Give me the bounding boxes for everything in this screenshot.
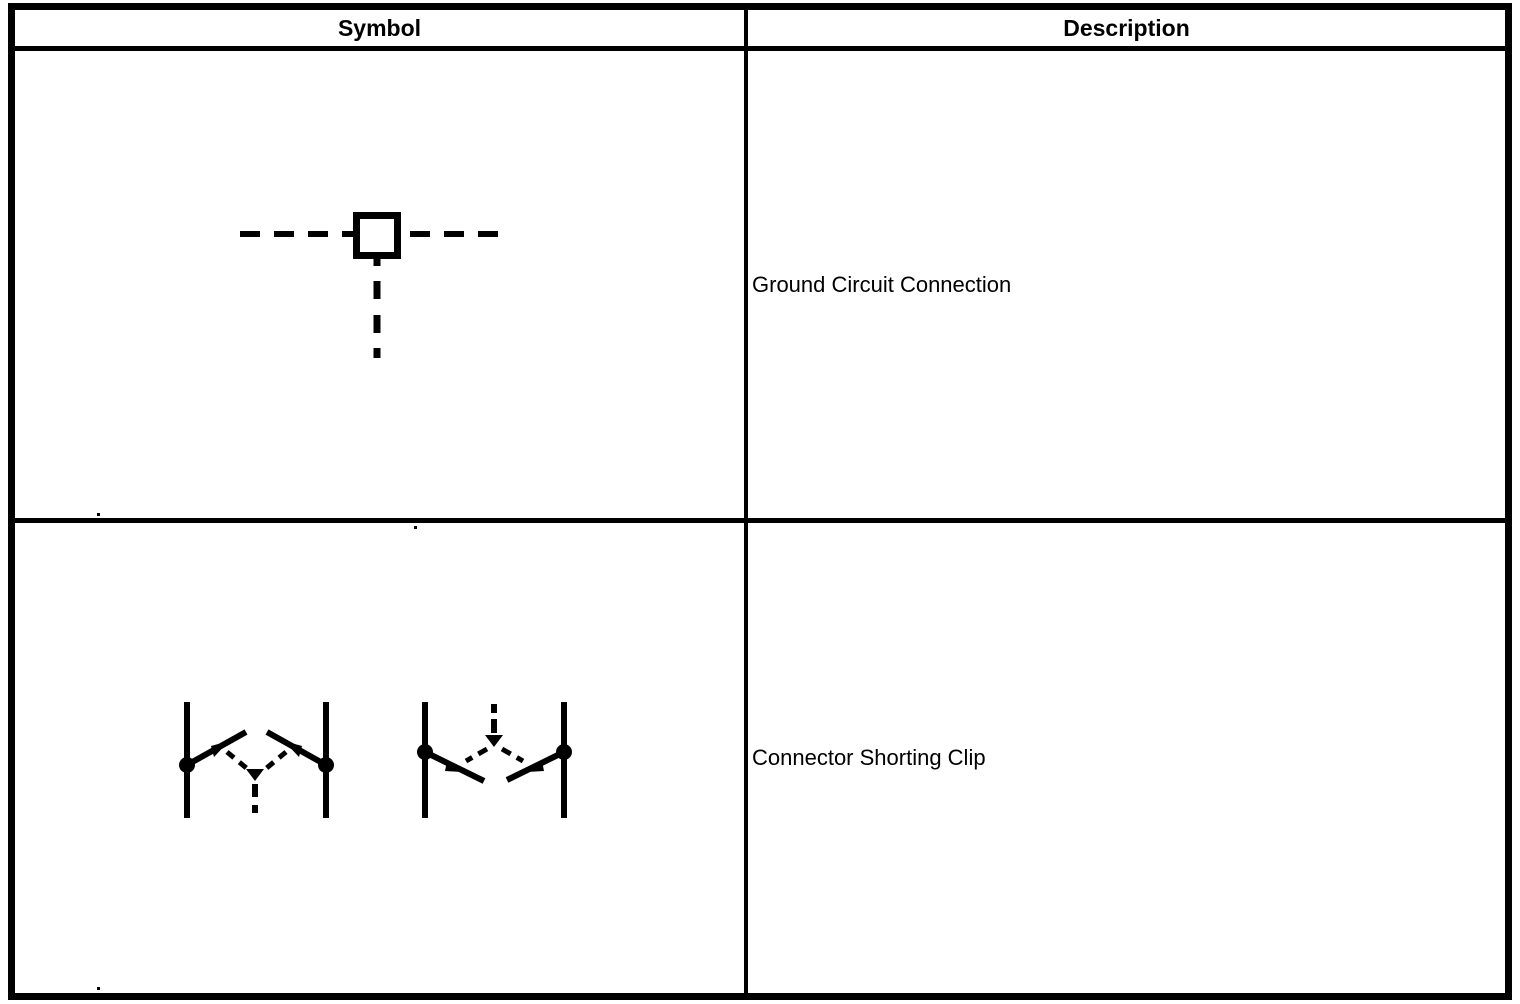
column-header-description: Description (1063, 14, 1190, 41)
dashed-link (225, 750, 252, 773)
dashed-link (464, 746, 489, 764)
dashed-link (261, 750, 288, 773)
shorting-clip-left-variant (179, 702, 334, 818)
header-row-divider (15, 46, 1505, 51)
down-arrowhead (485, 735, 503, 747)
row-divider (15, 518, 1505, 523)
dashed-link (500, 746, 525, 764)
connector-shorting-clip-symbol (179, 702, 572, 818)
blade-arrow (284, 741, 302, 757)
scan-artifact-dot (97, 987, 100, 990)
description-connector-shorting-clip: Connector Shorting Clip (752, 745, 986, 770)
symbol-legend-table: Symbol Description Ground Circuit Connec… (8, 3, 1512, 1000)
down-arrowhead (246, 769, 264, 781)
blade-arrow (445, 761, 462, 772)
blade-arrow (527, 761, 544, 772)
ground-circuit-connection-symbol (240, 212, 510, 358)
ground-connection-box (353, 212, 401, 259)
description-ground-circuit-connection: Ground Circuit Connection (752, 271, 1012, 297)
shorting-clip-right-variant (417, 702, 572, 818)
blade-arrow (211, 741, 229, 757)
column-divider (744, 10, 748, 993)
table-body: Symbol Description Ground Circuit Connec… (15, 10, 1505, 993)
column-header-symbol: Symbol (337, 14, 422, 41)
scan-artifact-dot (414, 526, 417, 529)
scan-artifact-dot (97, 513, 100, 516)
